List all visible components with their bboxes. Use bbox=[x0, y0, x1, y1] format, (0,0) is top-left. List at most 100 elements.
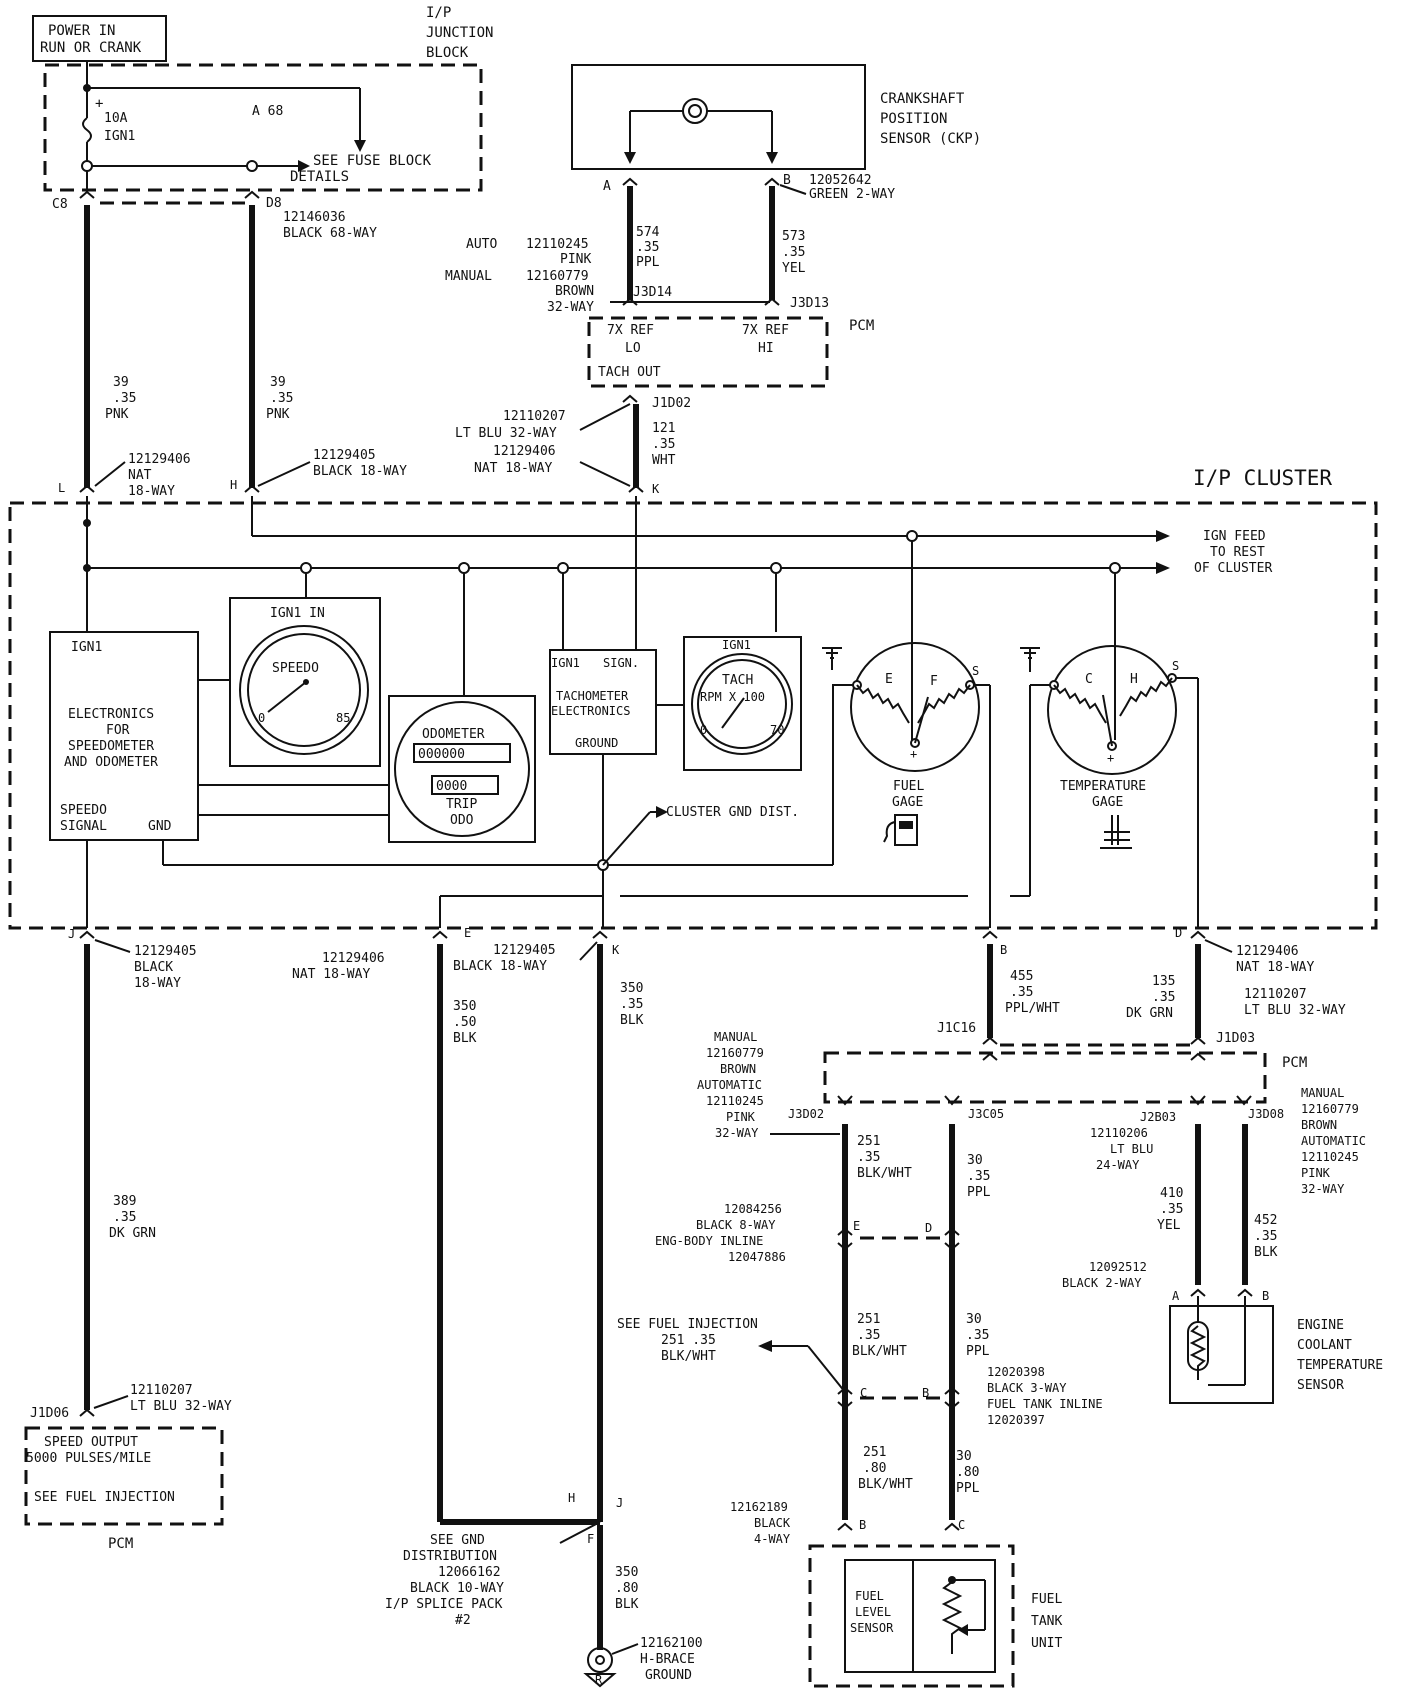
diagram-label: SENSOR bbox=[1297, 1378, 1344, 1393]
diagram-label: A bbox=[603, 179, 611, 194]
diagram-label: 251 bbox=[857, 1134, 880, 1149]
power-in-box: POWER IN RUN OR CRANK bbox=[32, 15, 167, 62]
diagram-label: TACH bbox=[722, 673, 753, 688]
diagram-label: 121 bbox=[652, 421, 675, 436]
diagram-label: .35 bbox=[620, 997, 643, 1012]
diagram-label: PINK bbox=[560, 252, 591, 267]
diagram-label: SENSOR bbox=[850, 1621, 894, 1635]
diagram-label: S bbox=[972, 664, 979, 678]
diagram-label: B bbox=[859, 1518, 866, 1532]
diagram-label: D bbox=[1175, 926, 1182, 940]
diagram-label: J1D06 bbox=[30, 1406, 69, 1421]
diagram-label: BROWN bbox=[555, 284, 594, 299]
diagram-label: B bbox=[922, 1386, 929, 1400]
diagram-label: GAGE bbox=[892, 795, 923, 810]
diagram-label: 32-WAY bbox=[715, 1126, 759, 1140]
speed-signal-circuit: J 12129405 BLACK 18-WAY 389 .35 DK GRN J… bbox=[24, 927, 232, 1552]
diagram-label: 0 bbox=[700, 723, 707, 737]
diagram-label: .35 bbox=[270, 391, 293, 406]
diagram-label: ODO bbox=[450, 813, 474, 828]
diagram-label: GAGE bbox=[1092, 795, 1123, 810]
diagram-label: C bbox=[1085, 672, 1093, 687]
diagram-label: D8 bbox=[266, 196, 282, 211]
junction-block-outline bbox=[43, 63, 483, 192]
diagram-label: F bbox=[930, 674, 938, 689]
diagram-label: 452 bbox=[1254, 1213, 1277, 1228]
junction-block-label: I/P JUNCTION BLOCK bbox=[426, 5, 493, 61]
tachometer-gauge: IGN1 TACH RPM X 100 0 70 bbox=[683, 636, 802, 771]
diagram-label: LT BLU bbox=[1110, 1142, 1153, 1156]
diagram-label: IGN FEED bbox=[1203, 529, 1266, 544]
diagram-label: 135 bbox=[1152, 974, 1175, 989]
diagram-label: POWER IN bbox=[48, 23, 115, 39]
diagram-label: B bbox=[783, 173, 791, 188]
diagram-label: UNIT bbox=[1031, 1636, 1062, 1651]
diagram-label: PINK bbox=[726, 1110, 756, 1124]
diagram-label: 12162100 bbox=[640, 1636, 703, 1651]
pcm-connector-right-label: MANUAL 12160779 BROWN AUTOMATIC 12110245… bbox=[1301, 1086, 1366, 1196]
diagram-label: AND ODOMETER bbox=[64, 755, 158, 770]
diagram-label: 12084256 bbox=[724, 1202, 782, 1216]
thermometer-icon bbox=[1100, 815, 1132, 849]
diagram-label: J1C16 bbox=[937, 1021, 976, 1036]
diagram-label: PCM bbox=[849, 318, 874, 334]
fuse-ign1: + 10A IGN1 A 68 SEE FUSE BLOCK DETAILS bbox=[81, 62, 432, 190]
diagram-label: F bbox=[587, 1532, 594, 1546]
diagram-label: 350 bbox=[620, 981, 643, 996]
diagram-label: OF CLUSTER bbox=[1194, 561, 1272, 576]
diagram-label: 12110207 bbox=[503, 409, 566, 424]
diagram-label: D bbox=[925, 1221, 932, 1235]
diagram-label: PNK bbox=[266, 407, 290, 422]
diagram-label: 18-WAY bbox=[134, 976, 181, 991]
crankshaft-position-sensor: CRANKSHAFT POSITION SENSOR (CKP) A B 120… bbox=[445, 64, 981, 315]
diagram-label: RPM X 100 bbox=[700, 690, 765, 704]
diagram-label: NAT bbox=[128, 468, 152, 483]
diagram-label: SENSOR (CKP) bbox=[880, 131, 981, 147]
diagram-label: 12110207 bbox=[1244, 987, 1307, 1002]
diagram-label: .35 bbox=[652, 437, 675, 452]
diagram-label: 30 bbox=[967, 1153, 983, 1168]
diagram-label: ODOMETER bbox=[422, 727, 485, 742]
diagram-label: B bbox=[1262, 1289, 1269, 1303]
diagram-label: TEMPERATURE bbox=[1297, 1358, 1383, 1373]
diagram-label: .35 bbox=[966, 1328, 989, 1343]
diagram-label: DETAILS bbox=[290, 169, 349, 185]
diagram-label: IGN1 bbox=[104, 129, 135, 144]
diagram-label: JUNCTION bbox=[426, 25, 493, 41]
diagram-label: ENGINE bbox=[1297, 1318, 1344, 1333]
diagram-label: ELECTRONICS bbox=[551, 704, 630, 718]
speedometer-gauge: IGN1 IN SPEEDO 0 85 bbox=[229, 597, 381, 767]
diagram-label: + bbox=[1107, 751, 1114, 765]
diagram-label: I/P SPLICE PACK bbox=[385, 1597, 503, 1612]
diagram-label: FUEL bbox=[893, 779, 924, 794]
diagram-label: DK GRN bbox=[1126, 1006, 1173, 1021]
diagram-label: CLUSTER GND DIST. bbox=[666, 805, 799, 820]
diagram-label: FUEL bbox=[855, 1589, 884, 1603]
diagram-label: TEMPERATURE bbox=[1060, 779, 1146, 794]
diagram-label: BLK bbox=[1254, 1245, 1278, 1260]
diagram-label: 12020398 bbox=[987, 1365, 1045, 1379]
diagram-label: + bbox=[95, 96, 103, 112]
diagram-label: IGN1 bbox=[71, 640, 102, 655]
speedometer-electronics: IGN1 ELECTRONICS FOR SPEEDOMETER AND ODO… bbox=[49, 631, 833, 928]
diagram-label: 12110245 bbox=[706, 1094, 764, 1108]
diagram-label: RUN OR CRANK bbox=[40, 40, 142, 56]
diagram-label: E bbox=[853, 1219, 860, 1233]
diagram-label: BLK/WHT bbox=[857, 1166, 912, 1181]
diagram-label: #2 bbox=[455, 1613, 471, 1628]
diagram-label: 85 bbox=[336, 711, 350, 725]
diagram-label: BLACK 2-WAY bbox=[1062, 1276, 1142, 1290]
diagram-label: SEE GND bbox=[430, 1533, 485, 1548]
diagram-label: 12129405 bbox=[134, 944, 197, 959]
diagram-label: PCM bbox=[1282, 1055, 1307, 1071]
diagram-label: IGN1 IN bbox=[270, 606, 325, 621]
diagram-label: TANK bbox=[1031, 1614, 1062, 1629]
diagram-label: E bbox=[464, 926, 471, 940]
diagram-label: C bbox=[958, 1518, 965, 1532]
diagram-label: J3D08 bbox=[1248, 1107, 1284, 1121]
diagram-label: J3C05 bbox=[968, 1107, 1004, 1121]
diagram-label: DISTRIBUTION bbox=[403, 1549, 497, 1564]
diagram-label: 7X REF bbox=[742, 323, 789, 338]
diagram-label: SPEEDO bbox=[272, 661, 319, 676]
diagram-label: B bbox=[1000, 943, 1007, 957]
